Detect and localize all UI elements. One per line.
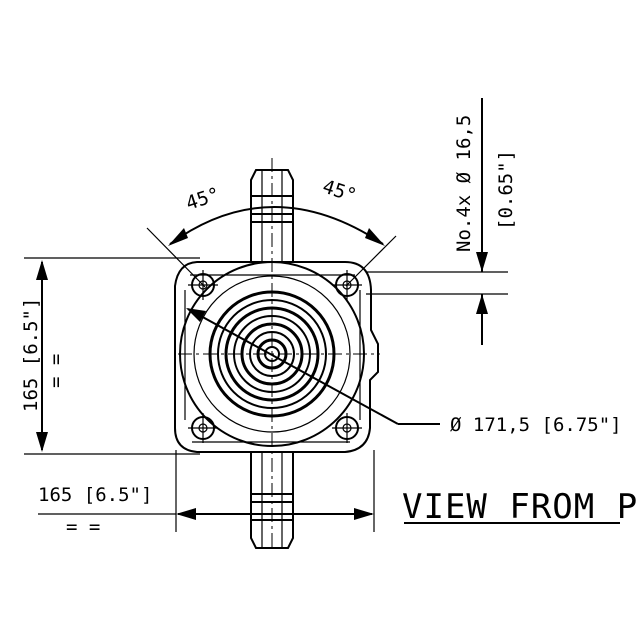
vertical-equal-marks: = = [45, 354, 67, 388]
hole-spec-text: No.4x Ø 16,5 [453, 115, 475, 252]
spline-shaft-bottom [250, 451, 294, 549]
horizontal-dimension: 165 [6.5"] = = [38, 450, 375, 538]
hole-bottom-right [332, 413, 362, 443]
hole-bottom-left [188, 413, 218, 443]
vertical-dimension-text: 165 [6.5"] [20, 298, 42, 412]
mounting-holes [188, 270, 362, 443]
diameter-callout: Ø 171,5 [6.75"] [186, 308, 622, 436]
housing-outline [174, 261, 379, 453]
hole-spec-dimension: No.4x Ø 16,5 [0.65"] [366, 98, 517, 345]
horizontal-equal-marks: = = [66, 516, 100, 538]
diameter-text: Ø 171,5 [6.75"] [450, 414, 622, 436]
angle-label-right: 45° [320, 176, 359, 208]
horizontal-dimension-text: 165 [6.5"] [38, 484, 152, 506]
vertical-dimension: 165 [6.5"] = = [20, 257, 200, 455]
view-title-text: VIEW FROM P [402, 487, 638, 527]
spline-shaft-top [250, 169, 294, 263]
hole-spec-inch-text: [0.65"] [495, 150, 517, 230]
view-title: VIEW FROM P [402, 487, 638, 527]
angle-label-left: 45° [183, 183, 222, 215]
